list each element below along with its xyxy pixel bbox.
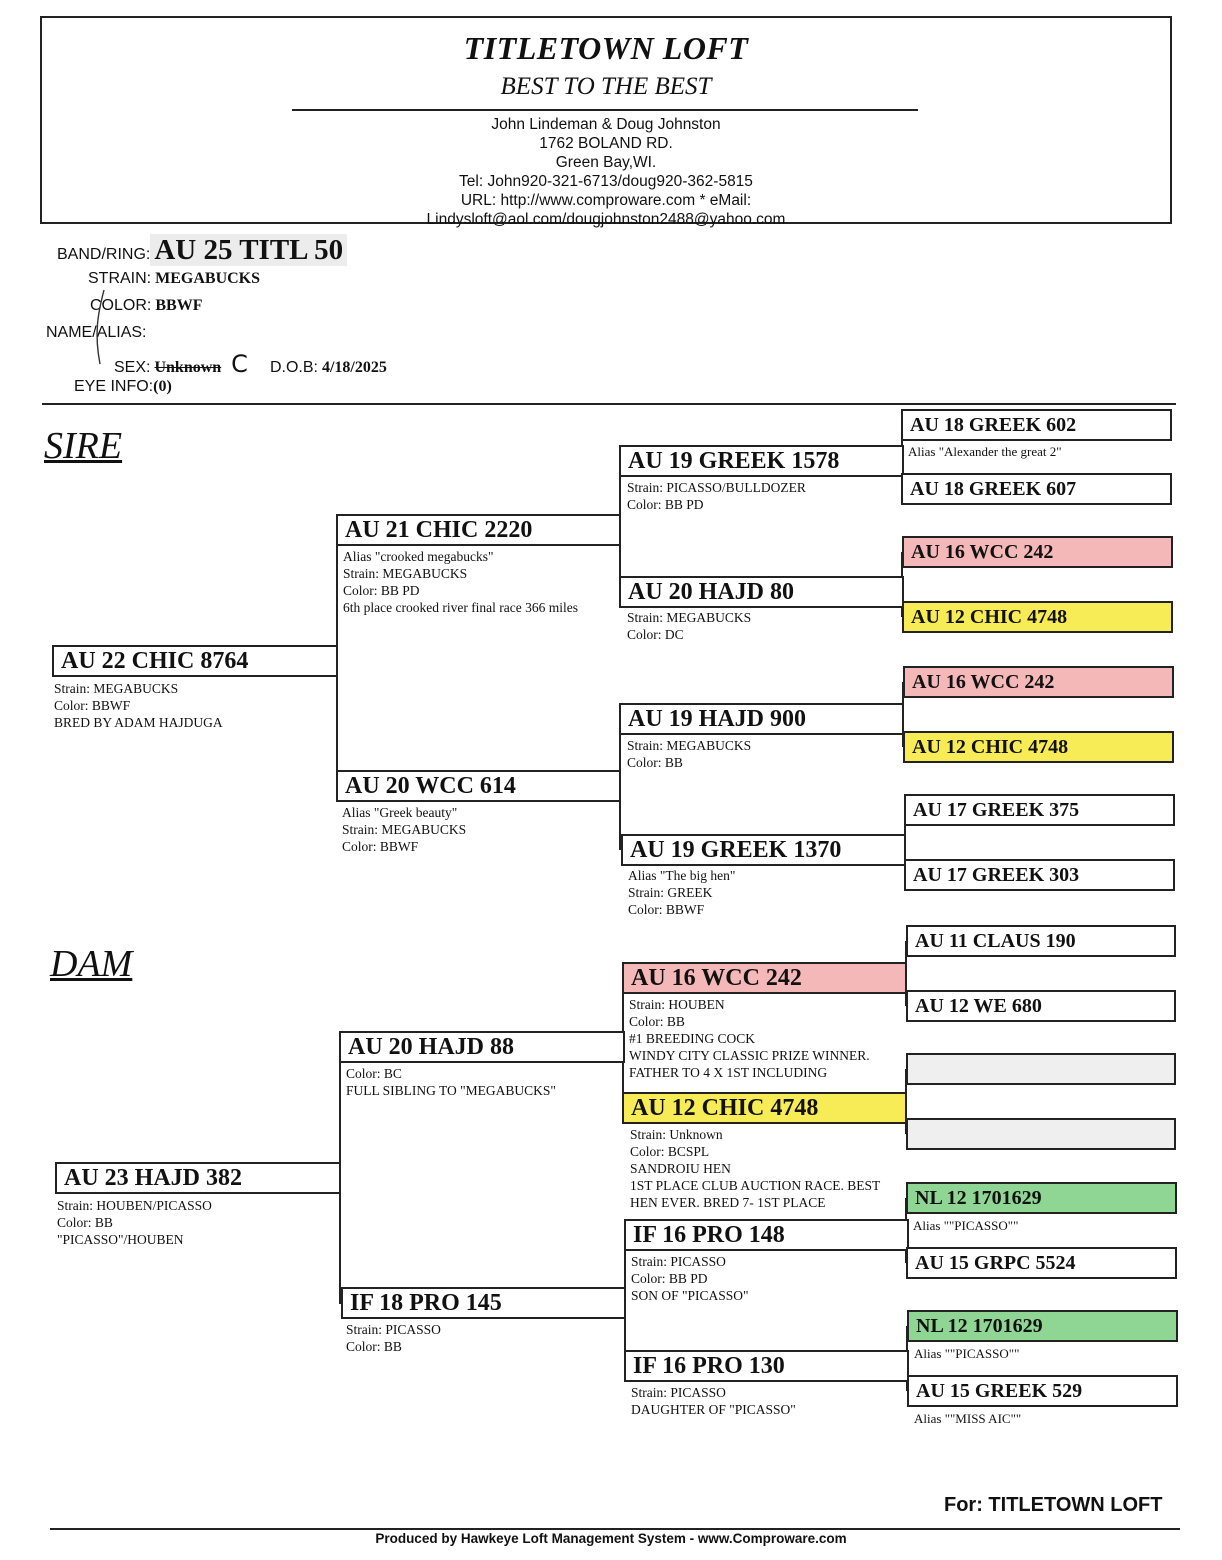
dam-dam-dam-band: IF 16 PRO 130 <box>624 1350 909 1382</box>
dam-sire-sire-info: Strain: HOUBEN Color: BB #1 BREEDING COC… <box>629 997 870 1080</box>
dam-band: AU 23 HAJD 382 <box>55 1162 341 1194</box>
g4-sire-5-band: AU 16 WCC 242 <box>903 666 1174 698</box>
g4-dam-8-band: AU 15 GREEK 529 <box>907 1375 1178 1407</box>
sire-dam-sire-info: Strain: MEGABUCKS Color: BB <box>627 738 752 770</box>
address: 1762 BOLAND RD. <box>539 135 673 152</box>
dam-sire-dam-info: Strain: Unknown Color: BCSPL SANDROIU HE… <box>630 1127 881 1210</box>
band-value: AU 25 TITL 50 <box>150 234 348 266</box>
g4-dam-3-band <box>906 1053 1176 1085</box>
dob-label: D.O.B: <box>269 359 318 376</box>
sire-sire-band: AU 21 CHIC 2220 <box>336 514 621 546</box>
g4-dam-7-note: Alias ""PICASSO"" <box>914 1346 1020 1361</box>
g4-dam-4-band <box>906 1118 1176 1150</box>
dob-value: 4/18/2025 <box>321 359 387 376</box>
eye-label: EYE INFO: <box>74 378 154 395</box>
dam-sire-sire-band: AU 16 WCC 242 <box>622 962 907 994</box>
sex-value: Unknown <box>154 359 222 376</box>
color-row: COLOR: BBWF <box>90 297 202 315</box>
loft-contact: John Lindeman & Doug Johnston 1762 BOLAN… <box>42 115 1170 229</box>
loft-header: TITLETOWN LOFT BEST TO THE BEST John Lin… <box>40 16 1172 228</box>
g4-dam-2-band: AU 12 WE 680 <box>906 990 1176 1022</box>
g4-sire-1-note: Alias "Alexander the great 2" <box>908 444 1062 459</box>
g4-sire-7-band: AU 17 GREEK 375 <box>904 794 1175 826</box>
g4-dam-5-band: NL 12 1701629 <box>906 1182 1177 1214</box>
prepared-for: For: TITLETOWN LOFT <box>944 1494 1163 1516</box>
sire-band: AU 22 CHIC 8764 <box>52 645 338 677</box>
sire-sire-dam-info: Strain: MEGABUCKS Color: DC <box>627 610 752 642</box>
name-row: NAME/ALIAS: <box>46 324 146 342</box>
sire-sire-sire-band: AU 19 GREEK 1578 <box>619 445 904 477</box>
sire-info: Strain: MEGABUCKS Color: BBWF BRED BY AD… <box>54 681 223 730</box>
sire-dam-dam-band: AU 19 GREEK 1370 <box>621 834 906 866</box>
dam-sire-dam-band: AU 12 CHIC 4748 <box>622 1092 907 1124</box>
g4-sire-3-band: AU 16 WCC 242 <box>902 536 1173 568</box>
loft-name: TITLETOWN LOFT <box>463 30 749 66</box>
dam-dam-sire-info: Strain: PICASSO Color: BB PD SON OF "PIC… <box>631 1254 749 1303</box>
g4-dam-5-note: Alias ""PICASSO"" <box>913 1218 1019 1233</box>
telephone: Tel: John920-321-6713/doug920-362-5815 <box>459 173 753 190</box>
dam-sire-band: AU 20 HAJD 88 <box>339 1031 625 1063</box>
sex-label: SEX: <box>114 359 151 376</box>
g4-dam-1-band: AU 11 CLAUS 190 <box>906 925 1176 957</box>
sex-row: SEX: Unknown C D.O.B: 4/18/2025 <box>114 350 387 378</box>
header-rule <box>292 109 918 111</box>
strain-value: MEGABUCKS <box>155 270 261 287</box>
strain-label: STRAIN: <box>88 270 152 287</box>
eye-value: (0) <box>153 378 172 395</box>
dam-info: Strain: HOUBEN/PICASSO Color: BB "PICASS… <box>57 1198 212 1247</box>
g4-sire-2-band: AU 18 GREEK 607 <box>901 473 1172 505</box>
band-row: BAND/RING:AU 25 TITL 50 <box>57 234 348 267</box>
band-label: BAND/RING: <box>57 246 151 263</box>
g4-sire-6-band: AU 12 CHIC 4748 <box>903 731 1174 763</box>
dam-dam-dam-info: Strain: PICASSO DAUGHTER OF "PICASSO" <box>631 1385 796 1417</box>
sire-dam-sire-band: AU 19 HAJD 900 <box>619 703 904 735</box>
sire-dam-band: AU 20 WCC 614 <box>336 770 621 802</box>
strain-row: STRAIN: MEGABUCKS <box>88 270 260 288</box>
g4-sire-4-band: AU 12 CHIC 4748 <box>902 601 1173 633</box>
g4-dam-7-band: NL 12 1701629 <box>907 1310 1178 1342</box>
dam-dam-band: IF 18 PRO 145 <box>341 1287 626 1319</box>
sire-dam-dam-info: Alias "The big hen" Strain: GREEK Color:… <box>628 868 736 917</box>
section-divider <box>42 403 1176 405</box>
g4-sire-1-band: AU 18 GREEK 602 <box>901 409 1172 441</box>
dam-sire-info: Color: BC FULL SIBLING TO "MEGABUCKS" <box>346 1066 556 1098</box>
name-label: NAME/ALIAS: <box>46 324 147 341</box>
g4-dam-6-band: AU 15 GRPC 5524 <box>906 1247 1177 1279</box>
color-value: BBWF <box>155 297 203 314</box>
sire-sire-dam-band: AU 20 HAJD 80 <box>619 576 904 608</box>
color-label: COLOR: <box>90 297 152 314</box>
dam-dam-sire-band: IF 16 PRO 148 <box>624 1219 909 1251</box>
loft-slogan: BEST TO THE BEST <box>500 73 712 100</box>
eye-row: EYE INFO:(0) <box>74 378 172 396</box>
produced-by: Produced by Hawkeye Loft Management Syst… <box>375 1531 847 1546</box>
g4-sire-8-band: AU 17 GREEK 303 <box>904 859 1175 891</box>
g4-dam-8-note: Alias ""MISS AIC"" <box>914 1411 1022 1426</box>
sex-handwritten: C <box>231 350 248 378</box>
dam-heading: DAM <box>50 943 133 985</box>
website: URL: http://www.comproware.com * eMail: <box>460 192 752 209</box>
city: Green Bay,WI. <box>555 154 657 171</box>
footer-rule <box>50 1528 1180 1530</box>
handwritten-mark <box>96 289 105 365</box>
email: Lindysloft@aol.com/dougjohnston2488@yaho… <box>426 211 786 228</box>
sire-heading: SIRE <box>44 425 123 467</box>
dam-dam-info: Strain: PICASSO Color: BB <box>346 1322 441 1354</box>
sire-sire-info: Alias "crooked megabucks" Strain: MEGABU… <box>343 549 579 615</box>
sire-dam-info: Alias "Greek beauty" Strain: MEGABUCKS C… <box>342 805 467 854</box>
sire-sire-sire-info: Strain: PICASSO/BULLDOZER Color: BB PD <box>627 480 806 512</box>
owners: John Lindeman & Doug Johnston <box>491 116 721 133</box>
